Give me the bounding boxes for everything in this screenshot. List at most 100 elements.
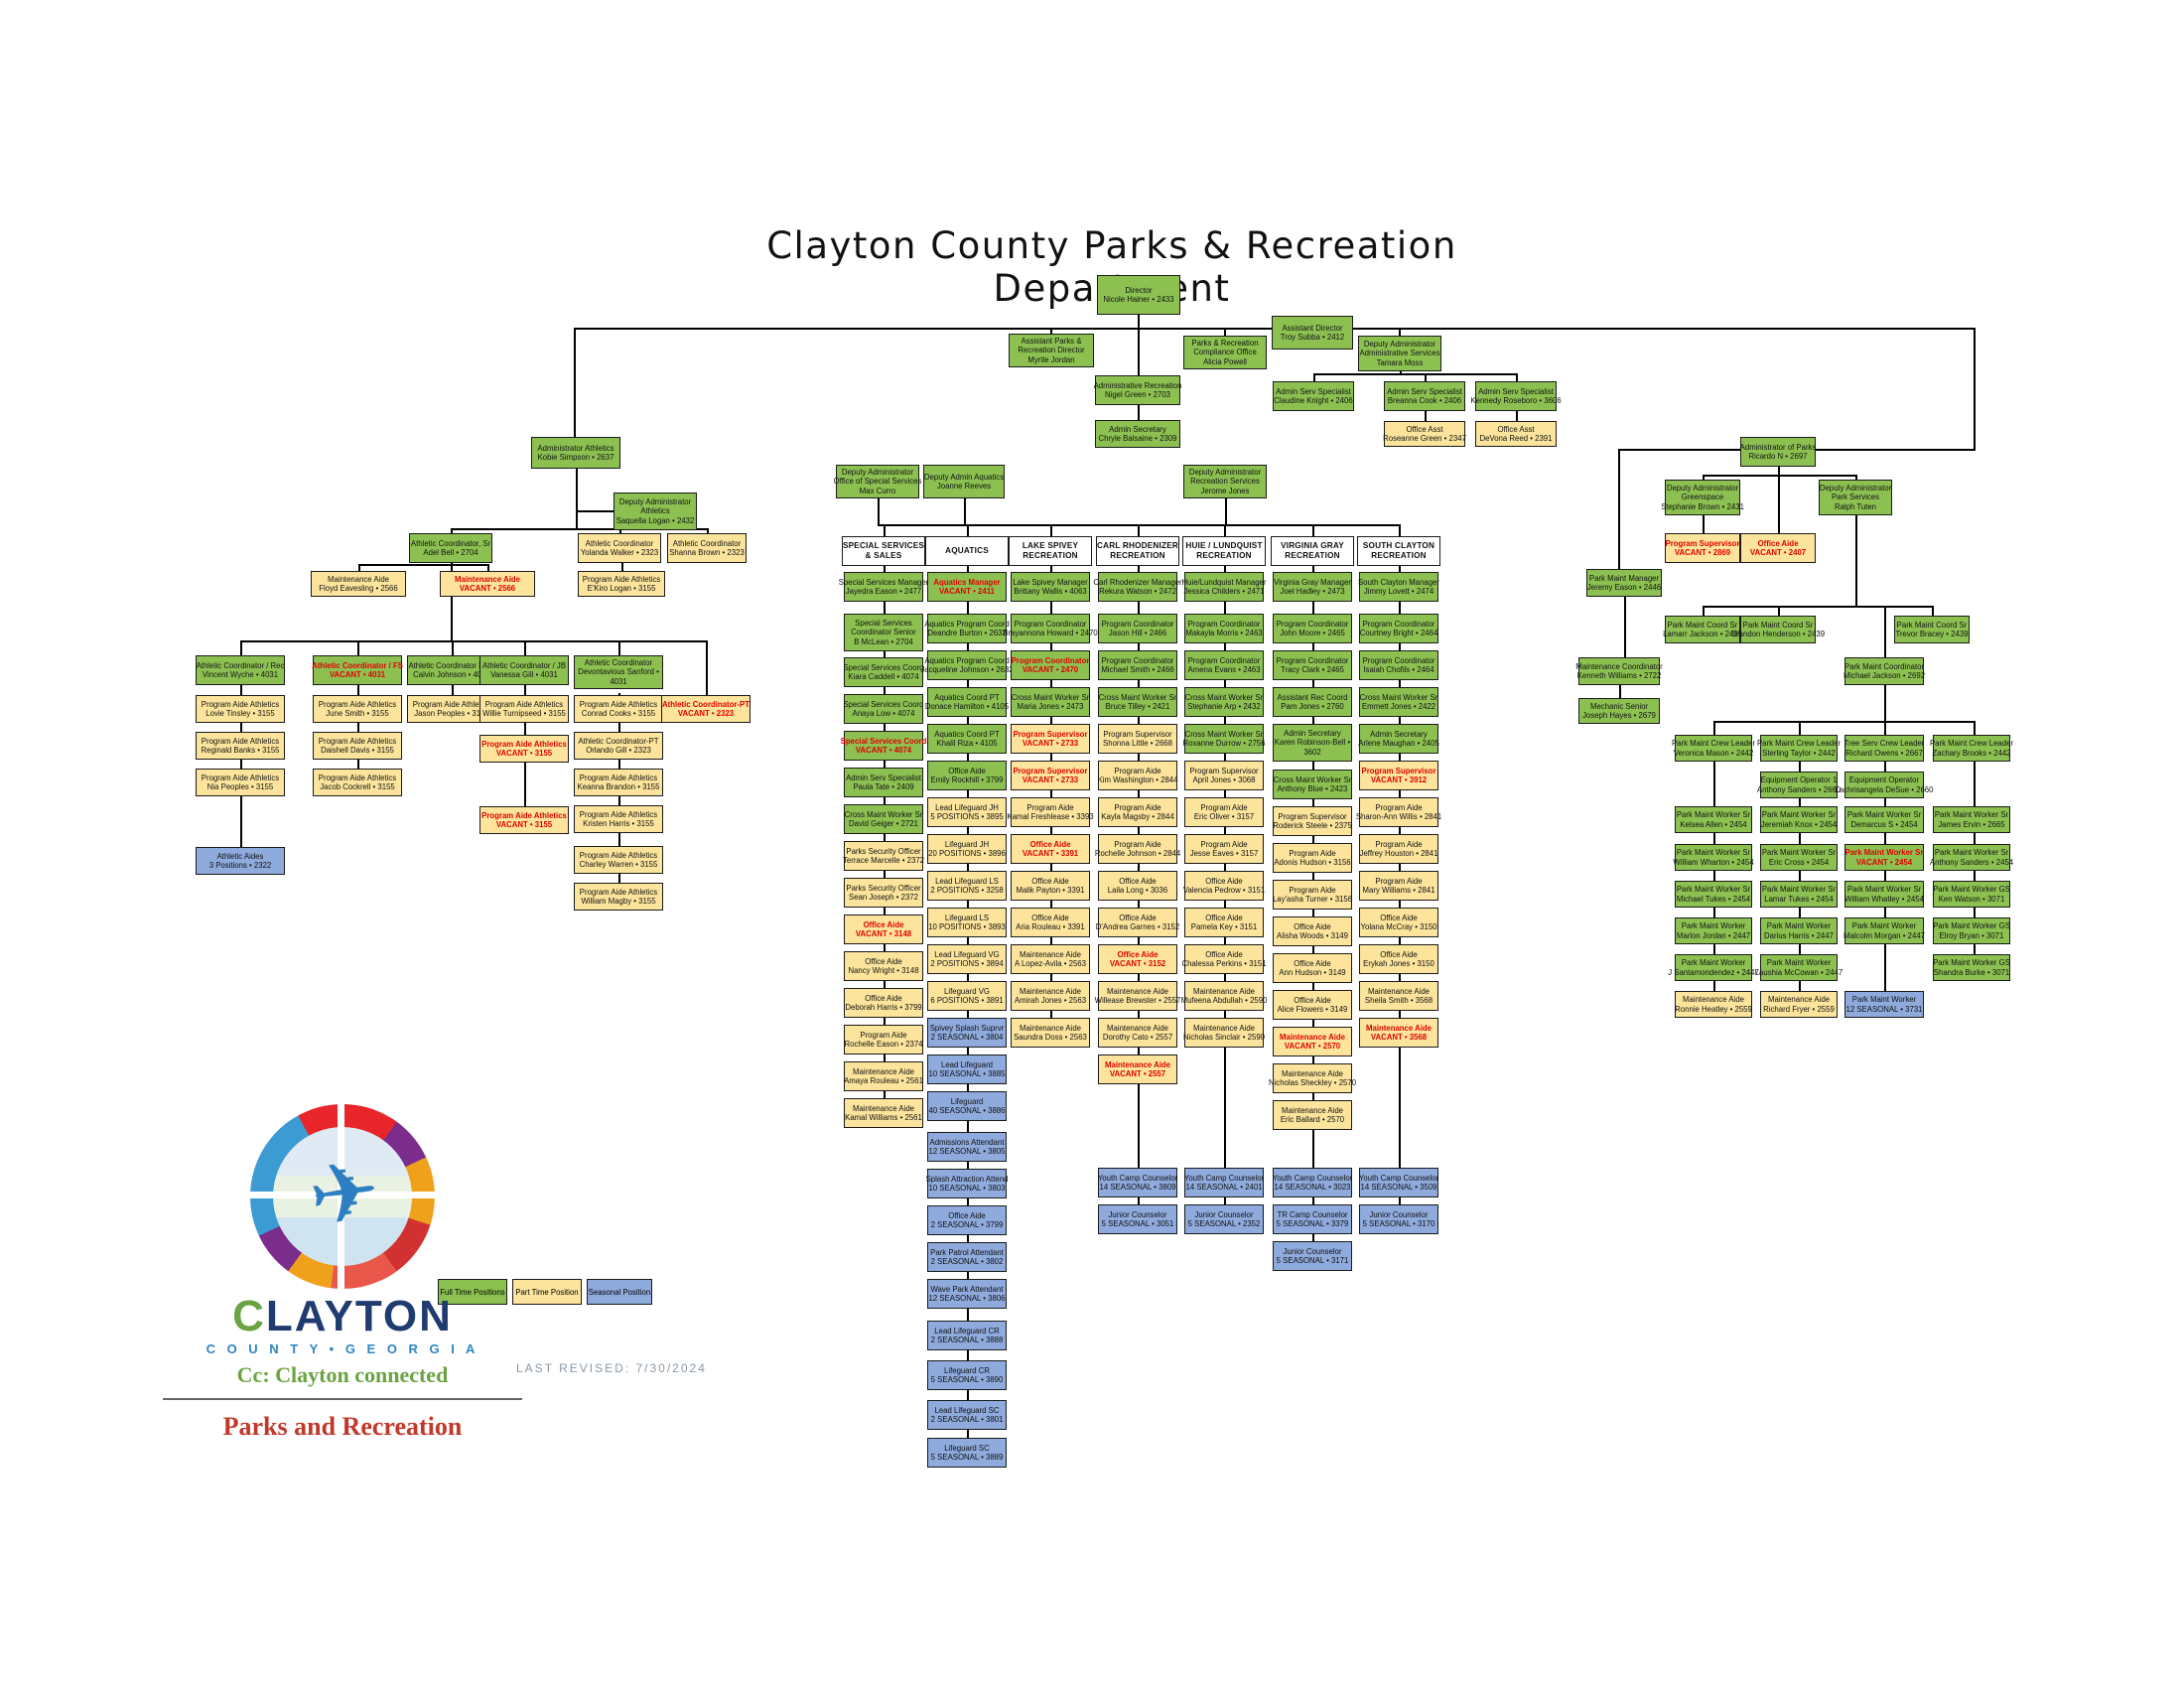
org-box-line: Program Aide Athletics [579, 699, 658, 709]
org-box-line: Program Aide Athletics [412, 699, 491, 709]
org-box-line: Program Aide [860, 1030, 907, 1040]
org-box-line: Park Maint Coord Sr [1896, 620, 1968, 630]
org-box-line: Program Aide [1026, 802, 1074, 812]
org-box-line: Athletic Coordinator MLC [408, 660, 495, 670]
connector-line [1425, 373, 1427, 381]
globe-icon: ✈ [250, 1104, 435, 1289]
org-box-line: Conrad Cooks • 3155 [581, 709, 656, 718]
org-box-line: VACANT • 2733 [1022, 775, 1079, 784]
org-box-line: Park Maint Coordinator [1843, 661, 1925, 671]
org-box-line: Maintenance Aide [1282, 1105, 1343, 1115]
org-box-line: James Ervin • 2665 [1938, 819, 2005, 829]
connector-line [1050, 566, 1052, 1021]
org-box-line: Administrative Services [1359, 349, 1440, 358]
org-box-line: 2 SEASONAL • 3802 [930, 1257, 1004, 1266]
logo-county-line: C O U N T Y • G E O R G I A [205, 1341, 479, 1356]
org-box-line: Willease Brewster • 2557 [1094, 996, 1181, 1005]
org-box-line: Assistant Director [1282, 323, 1343, 333]
org-box-line: RECREATION [1285, 551, 1340, 560]
org-box-line: Trevor Bracey • 2439 [1895, 630, 1969, 638]
org-box-line: VACANT • 2454 [1855, 857, 1913, 867]
org-box-line: Lead Lifeguard SC [934, 1405, 1000, 1415]
connector-line [1619, 685, 1621, 698]
org-box-line: Office Asst [1406, 424, 1443, 434]
org-box-line: Admin Serv Specialist [1276, 386, 1351, 396]
connector-line [1932, 606, 1934, 616]
org-box-line: Keanna Brandon • 3155 [577, 782, 660, 791]
org-box-line: Office Aide [1205, 876, 1243, 886]
connector-line [1799, 762, 1801, 991]
org-box-line: Marlon Jordan • 2447 [1676, 930, 1751, 940]
org-box-line: Park Maint Worker [1851, 921, 1917, 931]
org-box-line: J Santamondendez • 2447 [1668, 967, 1759, 977]
org-box-line: Jerome Jones [1200, 486, 1250, 495]
org-box-line: Office Aide [1757, 538, 1799, 548]
org-box-line: Amena Evans • 2463 [1187, 665, 1261, 674]
connector-line [1884, 685, 1886, 721]
org-box-line: Richard Fryer • 2559 [1763, 1004, 1835, 1014]
org-box-line: Laushia McCowan • 2447 [1754, 967, 1843, 977]
org-box-line: Office Aide [865, 993, 902, 1003]
clayton-county-logo: ✈ CLAYTON C O U N T Y • G E O R G I A Cc… [149, 1104, 536, 1442]
org-box-line: Program Supervisor [1665, 538, 1740, 548]
org-box-line: Recreation Director [1018, 346, 1085, 355]
connector-line [1225, 496, 1227, 524]
org-box-line: Director [1125, 285, 1153, 295]
org-box-line: Office Aide [1294, 921, 1331, 931]
org-box-line: SOUTH CLAYTON [1362, 541, 1435, 551]
org-box-line: Nicholas Sheckley • 2570 [1268, 1078, 1357, 1087]
connector-line [1974, 762, 1976, 980]
org-box-line: Special Services [855, 619, 912, 629]
org-box-line: Program Coordinator [1101, 655, 1174, 665]
last-revised-text: LAST REVISED: 7/30/2024 [516, 1361, 707, 1375]
org-box-line: Eric Oliver • 3157 [1193, 812, 1255, 821]
org-box-line: Spivey Splash Suprvr [929, 1023, 1005, 1033]
org-box-line: William Magby • 3155 [581, 897, 656, 906]
org-box-line: Brayannona Howard • 2470 [1003, 629, 1098, 637]
org-box-line: Alisha Woods • 3149 [1277, 931, 1348, 940]
org-box-line: Anthony Sanders • 2660 [1756, 784, 1842, 794]
org-box-line: Deandre Burton • 2632 [927, 629, 1007, 637]
org-box-line: Tamara Moss [1376, 357, 1424, 367]
org-box-line: Calvin Johnson • 4031 [413, 670, 490, 679]
connector-line [1799, 721, 1801, 735]
org-box-line: Office Aide [1205, 949, 1243, 959]
org-box-line: Office Aide [1117, 949, 1159, 959]
org-box-line: Assistant Parks & [1021, 337, 1082, 347]
org-box-line: Charley Warren • 3155 [579, 860, 658, 869]
org-box-line: Program Aide Athletics [579, 773, 658, 782]
org-box-line: Program Aide Athletics [318, 699, 397, 709]
org-box-line: VIRGINIA GRAY [1281, 541, 1344, 551]
org-box-line: Myrtle Jordan [1027, 354, 1075, 364]
org-box-line: Rochelle Eason • 2374 [844, 1040, 923, 1049]
org-box-line: Program Coordinator [1187, 655, 1261, 665]
org-box-line: Athletic Coordinator-PT [578, 736, 659, 746]
